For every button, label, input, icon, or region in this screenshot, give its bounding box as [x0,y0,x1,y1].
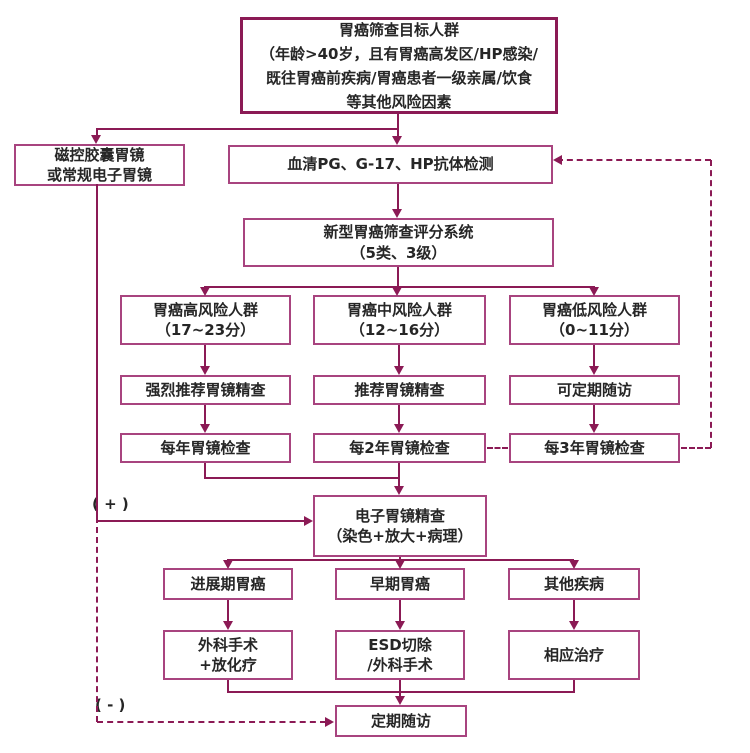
node-esd-surgery: ESD切除 /外科手术 [335,630,465,680]
arrowhead-into-score [392,209,402,218]
connector-riskmid-down [398,345,400,368]
node-rec-low: 可定期随访 [509,375,680,405]
dashed-negative-vertical [96,527,98,722]
arrowhead-into-risk-mid [392,287,402,296]
node-followup: 定期随访 [335,705,467,737]
connector-target-down [397,114,399,137]
dashed-surv3-right [681,447,711,449]
connector-treatment-merge [227,691,575,693]
arrowhead-into-surv-yearly [200,424,210,433]
connector-rechigh-down [204,405,206,426]
arrowhead-into-endoscopy-top [394,486,404,495]
arrowhead-into-advanced [223,560,233,569]
arrowhead-into-rec-mid [394,366,404,375]
connector-capsule-positive-down [96,184,98,523]
node-surveillance-3year: 每3年胃镜检查 [509,433,680,463]
connector-other-down [573,600,575,622]
label-negative: ( - ) [95,696,126,714]
connector-positive-right [96,520,305,522]
node-corresponding-treatment: 相应治疗 [508,630,640,680]
connector-riskhigh-down [204,345,206,368]
dashed-feedback-top [557,159,711,161]
arrowhead-into-risk-high [200,287,210,296]
arrowhead-into-rec-high [200,366,210,375]
node-surveillance-2year: 每2年胃镜检查 [313,433,486,463]
connector-treatment-down [573,680,575,693]
connector-early-down [399,600,401,622]
node-advanced-cancer: 进展期胃癌 [163,568,293,600]
arrowhead-into-serum [392,136,402,145]
node-early-cancer: 早期胃癌 [335,568,465,600]
connector-target-branch [96,128,399,130]
connector-score-down [397,267,399,288]
node-rec-mid: 推荐胃镜精查 [313,375,486,405]
dashed-negative-horizontal [97,721,326,723]
connector-surv2year-down [398,463,400,488]
connector-risklow-down [593,345,595,368]
node-surgery-chemo: 外科手术 +放化疗 [163,630,293,680]
node-risk-mid: 胃癌中风险人群 （12~16分） [313,295,486,345]
node-rec-high: 强烈推荐胃镜精查 [120,375,291,405]
connector-surgery-down [227,680,229,693]
node-other-disease: 其他疾病 [508,568,640,600]
arrowhead-feedback-into-serum [553,155,562,165]
arrowhead-into-treatment [569,621,579,630]
node-surveillance-yearly: 每年胃镜检查 [120,433,291,463]
arrowhead-into-rec-low [589,366,599,375]
arrowhead-into-surv-3year [589,424,599,433]
arrowhead-into-surgery [223,621,233,630]
arrowhead-into-other [569,560,579,569]
node-risk-high: 胃癌高风险人群 （17~23分） [120,295,291,345]
connector-survyearly-down [204,463,206,479]
connector-recmid-down [398,405,400,426]
connector-reclow-down [593,405,595,426]
node-risk-low: 胃癌低风险人群 （0~11分） [509,295,680,345]
arrowhead-negative-into-followup [325,717,334,727]
connector-serum-to-score [397,184,399,210]
node-endoscopy-detail: 电子胃镜精查 （染色+放大+病理） [313,495,487,557]
arrowhead-into-early [395,560,405,569]
arrowhead-into-endoscopy-left [304,516,313,526]
arrowhead-into-risk-low [589,287,599,296]
connector-advanced-down [227,600,229,622]
connector-surv-merge [204,477,400,479]
connector-esd-down [399,680,401,698]
arrowhead-into-esd [395,621,405,630]
dashed-feedback-vertical [710,160,712,448]
node-scoring-system: 新型胃癌筛查评分系统 （5类、3级） [243,218,554,267]
arrowhead-into-followup [395,696,405,705]
dashed-surv2-surv3-link [487,447,508,449]
node-target-population: 胃癌筛查目标人群 （年龄>40岁，且有胃癌高发区/HP感染/ 既往胃癌前疾病/胃… [240,17,558,114]
arrowhead-into-capsule [91,135,101,144]
node-capsule-gastroscopy: 磁控胶囊胃镜 或常规电子胃镜 [14,144,185,186]
connector-to-capsule [96,128,98,136]
arrowhead-into-surv-2year [394,424,404,433]
label-positive: ( + ) [92,495,129,513]
node-serum-test: 血清PG、G-17、HP抗体检测 [228,145,553,184]
